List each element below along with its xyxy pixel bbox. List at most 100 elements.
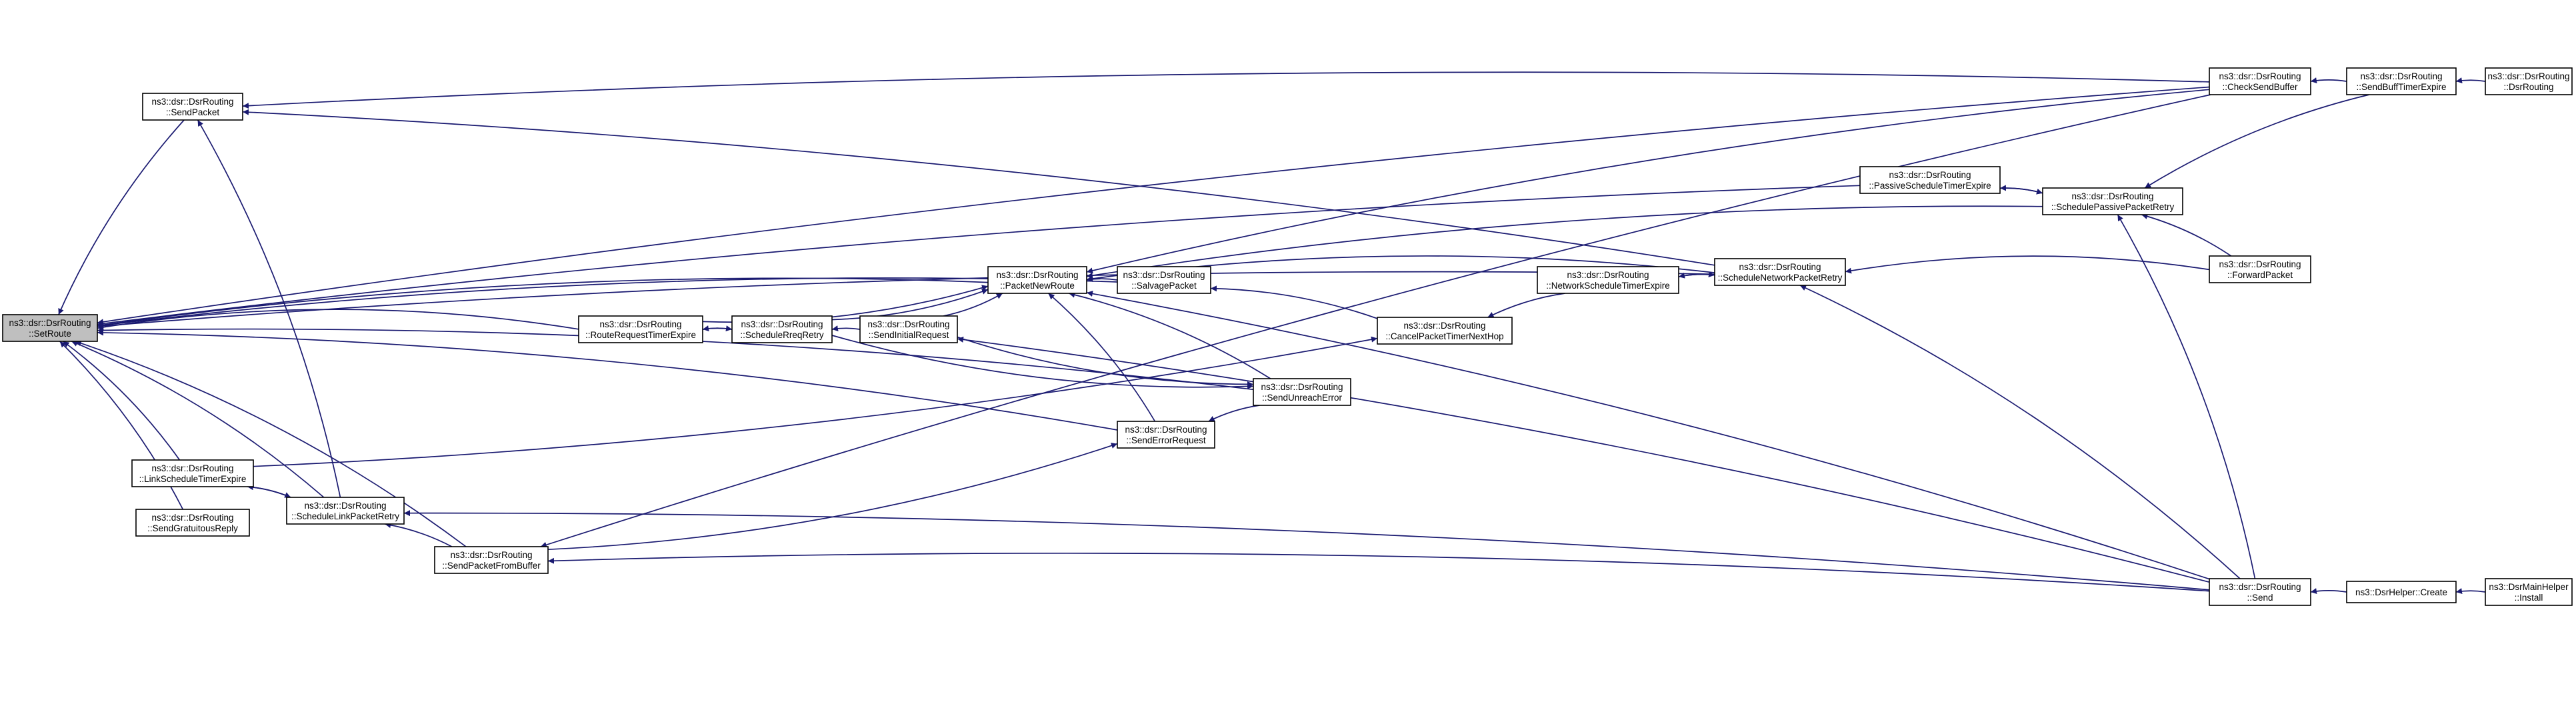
node-label: ns3::dsr::DsrRouting: [996, 270, 1078, 280]
node-label: ns3::dsr::DsrRouting: [1125, 425, 1207, 435]
node-schedulepassivepacketretry[interactable]: ns3::dsr::DsrRouting::SchedulePassivePac…: [2042, 187, 2183, 215]
node-box: [1377, 317, 1513, 345]
node-dsrmainhelperinstall[interactable]: ns3::DsrMainHelper::Install: [2485, 578, 2573, 606]
node-box: [131, 459, 254, 487]
node-box: [1537, 266, 1679, 294]
edge-sendunreacherror-to-packetnewroute: [1069, 291, 1271, 379]
node-label: ::NetworkScheduleTimerExpire: [1546, 281, 1670, 291]
node-sendunreacherror[interactable]: ns3::dsr::DsrRouting::SendUnreachError: [1253, 378, 1351, 406]
node-routerequesttimerexpire[interactable]: ns3::dsr::DsrRouting::RouteRequestTimerE…: [578, 315, 703, 343]
edge-send-to-sendinitialrequest: [957, 336, 2210, 583]
node-label: ::PacketNewRoute: [1000, 281, 1075, 291]
node-passivescheduletimerexpire[interactable]: ns3::dsr::DsrRouting::PassiveScheduleTim…: [1859, 166, 2001, 194]
node-box: [2485, 67, 2573, 95]
node-linkscheduletimerexpire[interactable]: ns3::dsr::DsrRouting::LinkScheduleTimerE…: [131, 459, 254, 487]
node-sendbufftimerexpire[interactable]: ns3::dsr::DsrRouting::SendBuffTimerExpir…: [2346, 67, 2457, 95]
edge-send-to-schedulenetworkpacketretry: [1799, 285, 2241, 579]
edge-send-to-schedulelinkpacketretry: [403, 510, 2210, 591]
node-forwardpacket[interactable]: ns3::dsr::DsrRouting::ForwardPacket: [2209, 255, 2311, 283]
node-send[interactable]: ns3::dsr::DsrRouting::Send: [2209, 578, 2311, 606]
node-setroute[interactable]: ns3::dsr::DsrRouting::SetRoute: [2, 314, 98, 342]
node-label: ::CheckSendBuffer: [2222, 82, 2298, 92]
edge-sendpacketfrombuffer-to-setroute: [75, 340, 467, 547]
node-cancelpackettimernexthop[interactable]: ns3::dsr::DsrRouting::CancelPacketTimerN…: [1377, 317, 1513, 345]
node-box: [2346, 67, 2457, 95]
node-checksendbuffer[interactable]: ns3::dsr::DsrRouting::CheckSendBuffer: [2209, 67, 2311, 95]
node-label: ::CancelPacketTimerNextHop: [1385, 331, 1503, 341]
node-schedulerreqretry[interactable]: ns3::dsr::DsrRouting::ScheduleRreqRetry: [731, 315, 833, 343]
edge-networkscheduletimerexpire-to-schedulenetworkpacketretry: [1678, 271, 1715, 278]
node-label: ::SetRoute: [29, 329, 71, 339]
node-box: [2042, 187, 2183, 215]
node-label: ::SendPacket: [166, 107, 220, 117]
edge-routerequesttimerexpire-to-setroute: [97, 309, 579, 331]
edge-routerequesttimerexpire-to-schedulerreqretry: [702, 325, 733, 332]
node-dsrrouting[interactable]: ns3::dsr::DsrRouting::DsrRouting: [2485, 67, 2573, 95]
edge-passivescheduletimerexpire-to-schedulepassivepacketretry: [1999, 187, 2043, 195]
node-label: ns3::dsr::DsrRouting: [9, 318, 91, 328]
node-sendpacketfrombuffer[interactable]: ns3::dsr::DsrRouting::SendPacketFromBuff…: [434, 546, 549, 574]
node-label: ::SendPacketFromBuffer: [442, 561, 541, 571]
node-label: ns3::dsr::DsrRouting: [2071, 191, 2153, 201]
node-packetnewroute[interactable]: ns3::dsr::DsrRouting::PacketNewRoute: [987, 266, 1087, 294]
node-label: ns3::dsr::DsrRouting: [1889, 170, 1971, 180]
node-label: ::SendGratuitousReply: [147, 523, 238, 533]
edge-sendpacketfrombuffer-to-senderrorrequest: [547, 443, 1118, 551]
node-label: ns3::dsr::DsrRouting: [151, 97, 233, 107]
edge-linkscheduletimerexpire-to-cancelpackettimernexthop: [253, 336, 1378, 467]
edge-cancelpackettimernexthop-to-salvagepacket: [1210, 285, 1378, 319]
node-box: [2209, 255, 2311, 283]
node-sendinitialrequest[interactable]: ns3::dsr::DsrRouting::SendInitialRequest: [859, 315, 958, 343]
node-box: [286, 497, 405, 525]
node-label: ::SchedulePassivePacketRetry: [2051, 202, 2175, 212]
edge-dsrhelpercreate-to-send: [2310, 588, 2347, 595]
node-box: [1253, 378, 1351, 406]
edge-schedulenetworkpacketretry-to-setroute: [97, 271, 1715, 329]
nodes-layer: ns3::dsr::DsrRouting::SetRoutens3::dsr::…: [2, 67, 2573, 606]
node-box: [1714, 258, 1846, 286]
node-box: [2209, 578, 2311, 606]
edge-senderrorrequest-to-setroute: [97, 329, 1118, 431]
edge-dsrrouting-to-sendbufftimerexpire: [2455, 77, 2486, 84]
node-label: ns3::DsrMainHelper: [2489, 582, 2569, 592]
node-sendgratuitousreply[interactable]: ns3::dsr::DsrRouting::SendGratuitousRepl…: [135, 509, 250, 537]
edge-send-to-schedulepassivepacketretry: [2117, 214, 2256, 579]
node-label: ::SalvagePacket: [1131, 281, 1197, 291]
edge-linkscheduletimerexpire-to-schedulelinkpacketretry: [247, 486, 291, 498]
node-salvagepacket[interactable]: ns3::dsr::DsrRouting::SalvagePacket: [1117, 266, 1211, 294]
node-box: [2485, 578, 2573, 606]
node-label: ::RouteRequestTimerExpire: [585, 330, 696, 340]
node-schedulenetworkpacketretry[interactable]: ns3::dsr::DsrRouting::ScheduleNetworkPac…: [1714, 258, 1846, 286]
node-label: ns3::dsr::DsrRouting: [2360, 71, 2442, 81]
edge-sendpacketfrombuffer-to-schedulelinkpacketretry: [385, 522, 453, 547]
node-senderrorrequest[interactable]: ns3::dsr::DsrRouting::SendErrorRequest: [1117, 421, 1215, 449]
node-label: ::LinkScheduleTimerExpire: [139, 474, 247, 484]
node-schedulelinkpacketretry[interactable]: ns3::dsr::DsrRouting::ScheduleLinkPacket…: [286, 497, 405, 525]
node-label: ns3::dsr::DsrRouting: [2219, 582, 2301, 592]
node-label: ns3::dsr::DsrRouting: [151, 463, 233, 473]
edge-checksendbuffer-to-sendpacket: [242, 71, 2210, 109]
node-box: [859, 315, 958, 343]
node-label: ns3::dsr::DsrRouting: [1123, 270, 1205, 280]
edge-sendunreacherror-to-senderrorrequest: [1208, 405, 1260, 422]
node-label: ::Install: [2515, 593, 2543, 603]
edge-schedulelinkpacketretry-to-setroute: [71, 341, 325, 498]
edge-dsrmainhelperinstall-to-dsrhelpercreate: [2455, 588, 2486, 595]
node-label: ::DsrRouting: [2503, 82, 2553, 92]
node-box: [987, 266, 1087, 294]
edge-senderrorrequest-to-packetnewroute: [1048, 293, 1156, 422]
node-label: ::ScheduleNetworkPacketRetry: [1718, 273, 1843, 283]
node-label: ns3::dsr::DsrRouting: [741, 319, 823, 329]
node-label: ns3::dsr::DsrRouting: [304, 501, 386, 511]
edge-schedulelinkpacketretry-to-linkscheduletimerexpire: [247, 484, 291, 498]
node-networkscheduletimerexpire[interactable]: ns3::dsr::DsrRouting::NetworkScheduleTim…: [1537, 266, 1679, 294]
node-box: [142, 93, 243, 121]
node-box: [1859, 166, 2001, 194]
edge-send-to-sendpacketfrombuffer: [547, 552, 2210, 592]
node-dsrhelpercreate[interactable]: ns3::DsrHelper::Create: [2346, 581, 2457, 603]
node-sendpacket[interactable]: ns3::dsr::DsrRouting::SendPacket: [142, 93, 243, 121]
edge-passivescheduletimerexpire-to-setroute: [97, 185, 1861, 327]
node-label: ns3::dsr::DsrRouting: [599, 319, 681, 329]
node-box: [135, 509, 250, 537]
